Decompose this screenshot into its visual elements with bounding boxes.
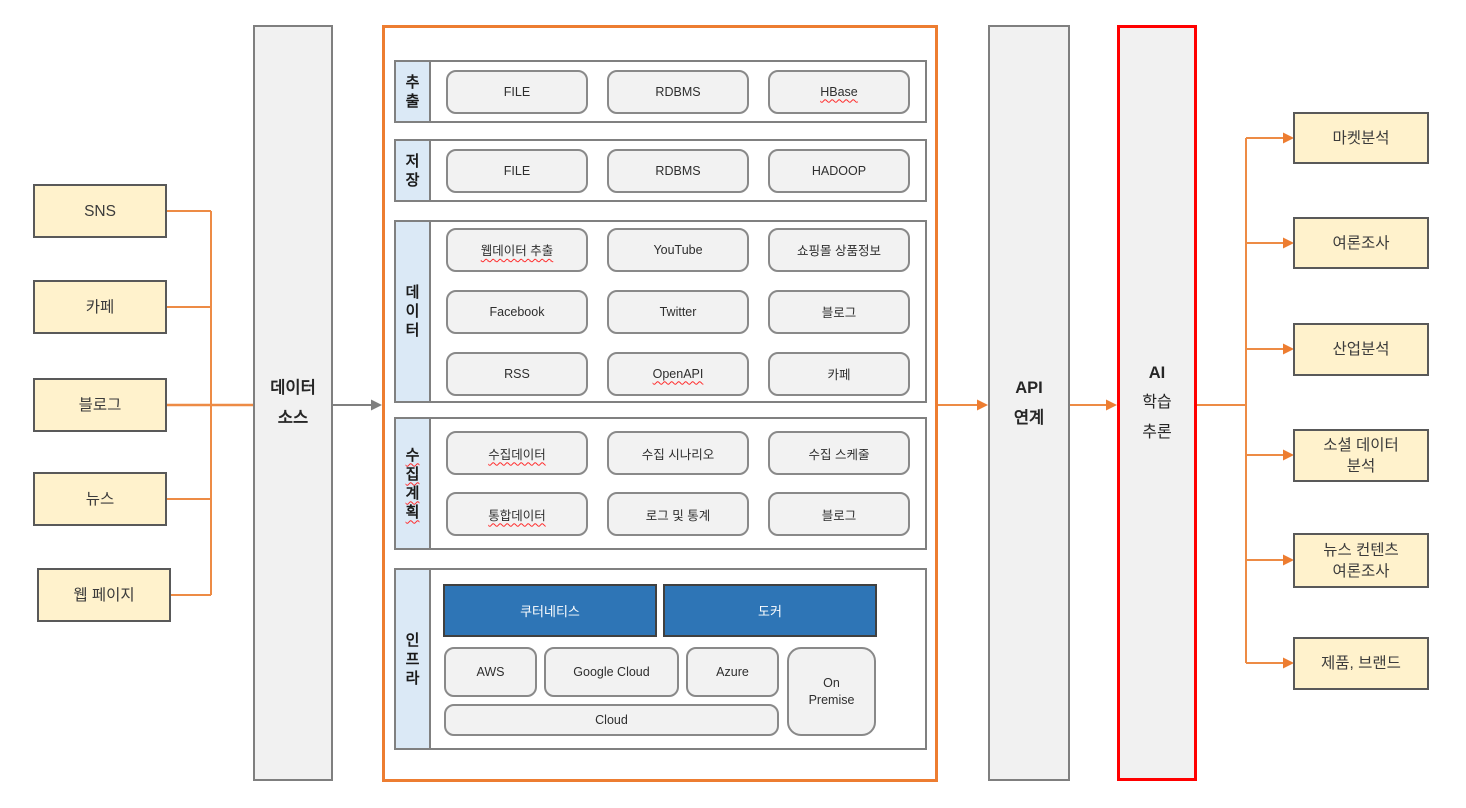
row-store: 저 장 FILE RDBMS HADOOP (394, 139, 927, 202)
output-box-news-content-poll: 뉴스 컨텐츠 여론조사 (1293, 533, 1429, 588)
output-box-market-analysis: 마켓분석 (1293, 112, 1429, 164)
arrow-right-icon (333, 399, 382, 411)
pipeline-item-cafe: 카페 (768, 351, 910, 396)
item-label: 수집 스케줄 (808, 447, 870, 462)
ai-subtitle: 학습 추론 (1142, 394, 1172, 441)
cloud-label: Azure (716, 665, 749, 679)
item-label: 웹데이터 추출 (480, 244, 554, 258)
output-box-product-brand: 제품, 브랜드 (1293, 637, 1429, 690)
cloud-box-aws: AWS (444, 647, 537, 697)
pipeline-item-collected-data: 수집데이터 (446, 431, 588, 475)
pipeline-item-hbase: HBase (768, 69, 910, 114)
item-label: YouTube (653, 242, 703, 257)
row-collection-plan: 수 집 계 획 수집데이터 수집 시나리오 수집 스케줄 통합데이터 로그 및 … (394, 417, 927, 550)
pipeline-item-twitter: Twitter (607, 289, 749, 334)
item-label: 수집 시나리오 (641, 447, 715, 462)
output-box-industry-analysis: 산업분석 (1293, 323, 1429, 376)
pipeline-item-collection-scenario: 수집 시나리오 (607, 431, 749, 475)
item-label: OpenAPI (652, 366, 704, 381)
source-label: 웹 페이지 (73, 586, 135, 604)
arrow-right-icon (1070, 399, 1117, 411)
source-label: SNS (84, 202, 116, 220)
item-label: 블로그 (821, 508, 857, 523)
source-label: 카페 (85, 298, 115, 316)
output-box-opinion-poll: 여론조사 (1293, 217, 1429, 269)
item-label: RSS (504, 366, 530, 381)
output-label: 여론조사 (1332, 234, 1390, 252)
pipeline-item-youtube: YouTube (607, 227, 749, 272)
output-label: 산업분석 (1332, 341, 1390, 358)
row-data: 데 이 터 웹데이터 추출 YouTube 쇼핑몰 상품정보 Facebook … (394, 220, 927, 403)
data-source-column: 데이터 소스 (253, 25, 333, 781)
pipeline-item-web-data-extract: 웹데이터 추출 (446, 227, 588, 272)
item-label: FILE (503, 84, 531, 99)
pipeline-item-collection-schedule: 수집 스케줄 (768, 431, 910, 475)
item-label: Twitter (659, 304, 697, 319)
data-source-label: 데이터 소스 (270, 379, 316, 427)
pipeline-item-facebook: Facebook (446, 289, 588, 334)
row-collection-plan-label: 수 집 계 획 (396, 419, 431, 548)
item-label: 쇼핑몰 상품정보 (797, 244, 881, 258)
cloud-label: Google Cloud (573, 665, 650, 679)
on-premise-box: On Premise (787, 647, 876, 736)
pipeline-item-file: FILE (446, 148, 588, 193)
api-link-label: API 연계 (1013, 379, 1045, 427)
ai-learning-column: AI 학습 추론 (1117, 25, 1197, 781)
item-label: Facebook (489, 304, 545, 319)
row-extract: 추 출 FILE RDBMS HBase (394, 60, 927, 123)
arrow-right-icon (1283, 132, 1294, 669)
pipeline-item-rdbms: RDBMS (607, 148, 749, 193)
pipeline-item-file: FILE (446, 69, 588, 114)
pipeline-item-openapi: OpenAPI (607, 351, 749, 396)
source-box-sns: SNS (33, 184, 167, 238)
cloud-bar: Cloud (444, 704, 779, 736)
item-label: 수집데이터 (488, 447, 546, 462)
platform-box-kubernetes: 쿠터네티스 (443, 584, 657, 637)
output-label: 뉴스 컨텐츠 여론조사 (1323, 541, 1399, 580)
row-infra: 인 프 라 쿠터네티스 도커 AWS Google Cloud Azure On… (394, 568, 927, 750)
api-link-column: API 연계 (988, 25, 1070, 781)
item-label: 블로그 (821, 306, 857, 320)
item-label: HADOOP (811, 163, 867, 178)
pipeline-item-log-and-stats: 로그 및 통계 (607, 492, 749, 536)
pipeline-item-blog: 블로그 (768, 492, 910, 536)
platform-box-docker: 도커 (663, 584, 877, 637)
output-label: 소셜 데이터 분석 (1323, 436, 1399, 475)
row-infra-label: 인 프 라 (396, 570, 431, 748)
pipeline-item-rss: RSS (446, 351, 588, 396)
output-box-social-data-analysis: 소셜 데이터 분석 (1293, 429, 1429, 482)
ai-title: AI (1148, 364, 1166, 382)
item-label: 통합데이터 (488, 508, 546, 523)
source-label: 뉴스 (85, 490, 115, 508)
source-box-news: 뉴스 (33, 472, 167, 526)
platform-label: 쿠터네티스 (520, 604, 580, 619)
item-label: FILE (503, 163, 531, 178)
row-extract-label: 추 출 (396, 62, 431, 121)
platform-label: 도커 (758, 604, 782, 619)
row-data-label: 데 이 터 (396, 222, 431, 401)
item-label: 로그 및 통계 (645, 508, 711, 523)
item-label: RDBMS (655, 84, 701, 99)
pipeline-item-hadoop: HADOOP (768, 148, 910, 193)
cloud-label: AWS (476, 665, 505, 679)
source-box-blog: 블로그 (33, 378, 167, 432)
source-box-cafe: 카페 (33, 280, 167, 334)
source-label: 블로그 (78, 396, 122, 414)
pipeline-item-integrated-data: 통합데이터 (446, 492, 588, 536)
output-label: 제품, 브랜드 (1321, 655, 1401, 672)
cloud-box-azure: Azure (686, 647, 779, 697)
pipeline-item-rdbms: RDBMS (607, 69, 749, 114)
arrow-right-icon (938, 399, 988, 411)
on-premise-label: On Premise (808, 675, 855, 707)
item-label: RDBMS (655, 163, 701, 178)
cloud-bar-label: Cloud (595, 713, 628, 727)
pipeline-item-blog: 블로그 (768, 289, 910, 334)
pipeline-item-shopping-product-info: 쇼핑몰 상품정보 (768, 227, 910, 272)
cloud-box-google-cloud: Google Cloud (544, 647, 679, 697)
output-label: 마켓분석 (1332, 129, 1390, 147)
source-box-webpage: 웹 페이지 (37, 568, 171, 622)
item-label: HBase (820, 84, 858, 99)
row-store-label: 저 장 (396, 141, 431, 200)
item-label: 카페 (827, 368, 851, 382)
